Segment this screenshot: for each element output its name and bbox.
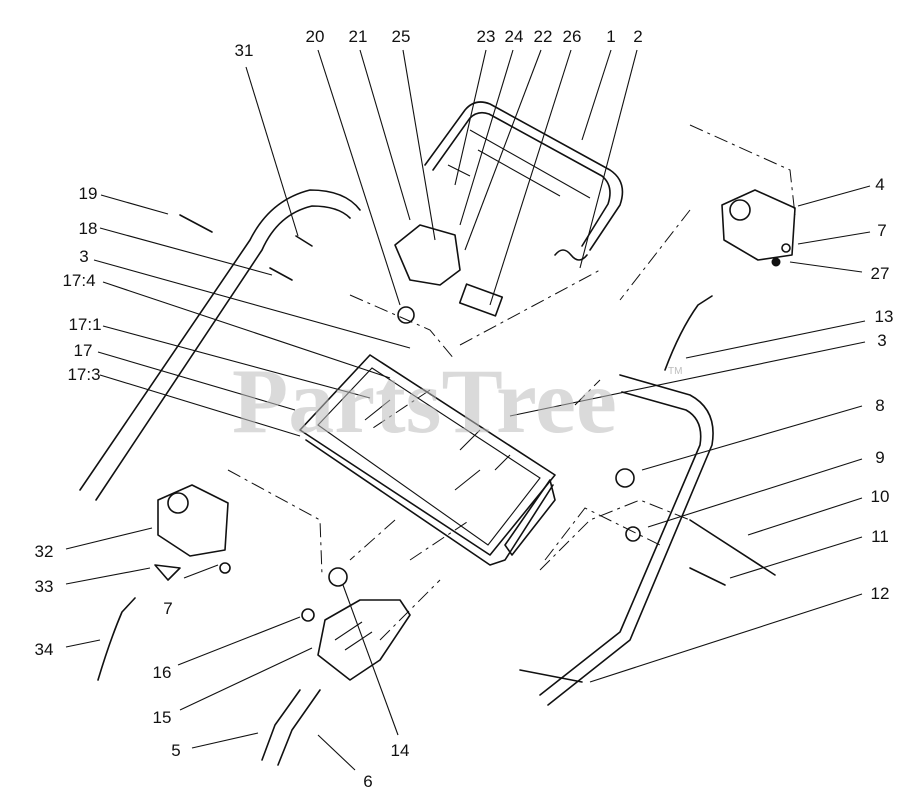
callout-32: 32 [35,542,54,561]
control-panel [299,354,556,566]
callout-26: 26 [563,27,582,46]
watermark-tm: TM [668,366,682,377]
callout-33: 33 [35,577,54,596]
callout-19: 19 [79,184,98,203]
hardware [154,214,791,622]
callout-13: 13 [875,307,894,326]
cable-brackets [157,189,796,557]
callout-3-right: 3 [877,331,886,350]
callout-5: 5 [171,741,180,760]
upper-handle [424,101,624,251]
callout-3: 3 [79,247,88,266]
cables [97,295,713,766]
callout-16: 16 [153,663,172,682]
callout-18: 18 [79,219,98,238]
leader-lines [65,49,871,771]
right-handle-tube [539,374,714,706]
callout-10: 10 [871,487,890,506]
callout-4: 4 [875,175,884,194]
callout-8: 8 [875,396,884,415]
callout-17-1: 17:1 [68,315,101,334]
callout-14: 14 [391,741,410,760]
callout-9: 9 [875,448,884,467]
callout-12: 12 [871,584,890,603]
callout-27: 27 [871,264,890,283]
callout-7-right: 7 [877,221,886,240]
callout-25: 25 [392,27,411,46]
callout-17: 17 [74,341,93,360]
callout-1: 1 [606,27,615,46]
callout-6: 6 [363,772,372,791]
left-handle-tube [79,189,361,501]
callout-15: 15 [153,708,172,727]
callout-20: 20 [306,27,325,46]
callout-23: 23 [477,27,496,46]
callout-21: 21 [349,27,368,46]
callout-2: 2 [633,27,642,46]
callout-31: 31 [235,41,254,60]
callout-labels: 31 20 21 25 23 24 22 26 1 2 19 18 3 17:4… [35,27,894,791]
watermark: PartsTree [232,350,617,452]
callout-17-3: 17:3 [67,365,100,384]
callout-7-left: 7 [163,599,172,618]
callout-34: 34 [35,640,54,659]
callout-17-4: 17:4 [62,271,95,290]
lever-and-spring [394,224,588,324]
callout-11: 11 [871,527,889,546]
callout-22: 22 [534,27,553,46]
callout-24: 24 [505,27,524,46]
dashed-assembly-lines [227,124,796,641]
bracket-assembly [317,599,411,681]
